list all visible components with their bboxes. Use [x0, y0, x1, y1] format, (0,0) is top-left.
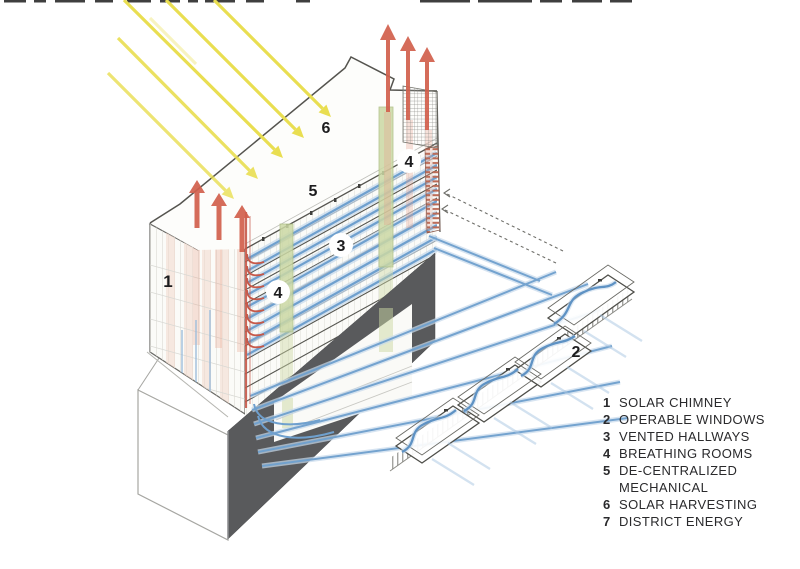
legend-label: SOLAR HARVESTING	[619, 497, 758, 512]
legend-num: 2	[603, 412, 611, 427]
callout-bubble	[266, 280, 290, 304]
legend-num: 3	[603, 429, 611, 444]
legend-label: BREATHING ROOMS	[619, 446, 753, 461]
callout-solar-chimney: 1	[163, 272, 172, 291]
legend-item-solar-harvesting: 6 SOLAR HARVESTING	[603, 496, 795, 513]
callout-solar-harvesting: 6	[322, 120, 331, 137]
legend-item-district-energy: 7 DISTRICT ENERGY	[603, 513, 795, 530]
chimney-outlet-hatch	[424, 145, 441, 234]
callout-bubble	[329, 233, 353, 257]
legend-item-operable-windows: 2 OPERABLE WINDOWS	[603, 411, 795, 428]
chimney-riser	[244, 212, 265, 408]
diagram-callouts: 1 2 3 4 4 5 6	[163, 120, 580, 361]
dashed-airflow-arrows	[441, 188, 564, 264]
exit-airflow-fades	[431, 313, 643, 487]
legend-label: DISTRICT ENERGY	[619, 514, 744, 529]
base-intake-curves	[253, 403, 335, 439]
callout-mechanical: 5	[309, 183, 318, 200]
exhaust-arrows	[189, 24, 435, 252]
legend-item-solar-chimney: 1 SOLAR CHIMNEY	[603, 394, 795, 411]
callout-vented-hallways: 3	[337, 238, 346, 255]
legend-num: 7	[603, 514, 611, 529]
low-rise-strip	[389, 264, 643, 487]
callout-breathing-rooms-upper: 4	[405, 154, 414, 171]
legend: 1 SOLAR CHIMNEY 2 OPERABLE WINDOWS 3 VEN…	[603, 394, 795, 530]
legend-label: VENTED HALLWAYS	[619, 429, 750, 444]
legend-label: OPERABLE WINDOWS	[619, 412, 765, 427]
window-s-curves	[401, 281, 617, 454]
legend-label: DE-CENTRALIZED MECHANICAL	[619, 463, 738, 495]
callout-bubble	[397, 149, 421, 173]
legend-num: 5	[603, 463, 611, 478]
floor-exhaust-hooks	[246, 253, 265, 349]
callout-breathing-rooms-lower: 4	[274, 285, 283, 302]
legend-label: SOLAR CHIMNEY	[619, 395, 732, 410]
legend-item-breathing-rooms: 4 BREATHING ROOMS	[603, 445, 795, 462]
cropped-title-strip	[4, 0, 632, 3]
sun-ray-arrows	[106, 0, 331, 199]
legend-item-decentralized-mechanical: 5 DE-CENTRALIZED MECHANICAL	[603, 462, 795, 496]
legend-num: 1	[603, 395, 611, 410]
legend-num: 6	[603, 497, 611, 512]
legend-num: 4	[603, 446, 611, 461]
legend-item-vented-hallways: 3 VENTED HALLWAYS	[603, 428, 795, 445]
callout-operable-windows: 2	[572, 344, 581, 361]
